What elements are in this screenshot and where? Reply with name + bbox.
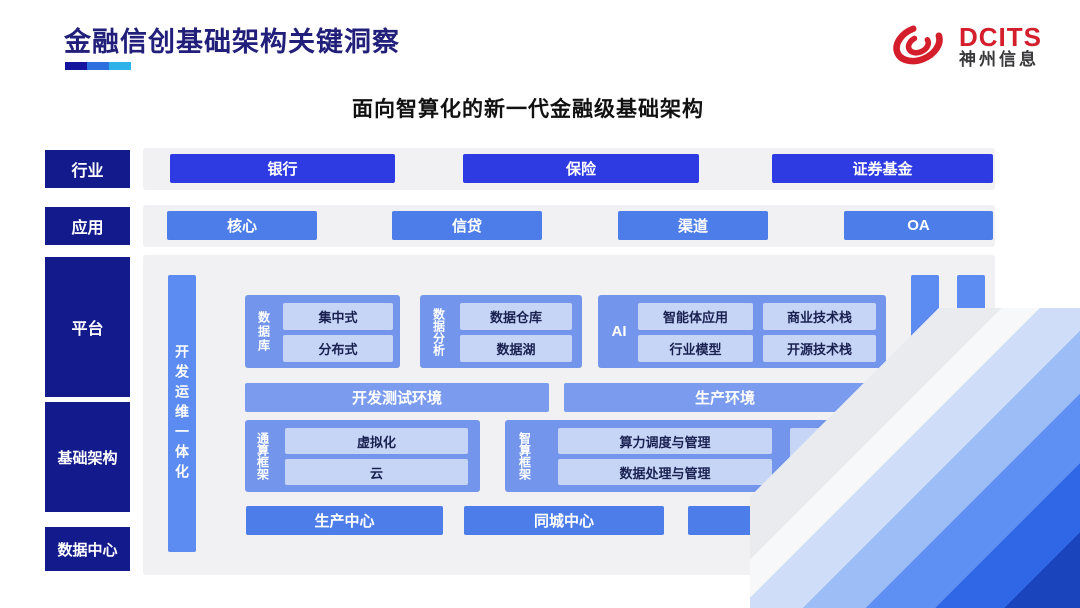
industry-item-bank: 银行 [170,154,395,183]
dcits-logo: DCITS 神州信息 [885,16,1042,77]
app-item-channel: 渠道 [618,211,768,240]
row-label-datacenter: 数据中心 [45,527,130,571]
center-remote: 异地中心 [688,506,888,535]
ai-group: AI 智能体应用 商业技术栈 行业模型 开源技术栈 [598,295,886,368]
center-production: 生产中心 [246,506,443,535]
logo-brand: DCITS [959,21,1042,52]
env-production: 生产环境 [564,383,886,412]
app-item-core: 核心 [167,211,317,240]
ai-item-industry-model: 行业模型 [638,335,753,362]
general-compute-label: 通算框架 [255,432,270,480]
diagram-title: 面向智算化的新一代金融级基础架构 [352,98,704,121]
intelligent-item-compute-scheduling: 算力调度与管理 [558,428,772,454]
logo-text: DCITS 神州信息 [959,21,1042,70]
industry-item-insurance: 保险 [463,154,699,183]
underline-segment [109,62,131,70]
env-dev-test: 开发测试环境 [245,383,549,412]
app-item-oa: OA [844,211,993,240]
continuity-bar: 业务连续性及数据保护 [957,275,985,552]
underline-segment [87,62,109,70]
logo-company: 神州信息 [959,50,1039,70]
analytics-item-lake: 数据湖 [460,335,572,362]
platform-panel: 开发运维一体化 数据库 集中式 分布式 数据分析 数据仓库 数据湖 AI 智能体… [143,255,995,575]
general-item-cloud: 云 [285,459,468,485]
row-label-application: 应用 [45,207,130,245]
application-strip: 核心 信贷 渠道 OA [143,205,995,247]
analytics-group-label: 数据分析 [431,307,446,356]
security-bar: 等保合规安全 [911,275,939,552]
industry-strip: 银行 保险 证券基金 [143,148,995,190]
ai-item-commercial-stack: 商业技术栈 [763,303,876,330]
intelligent-compute-label: 智算框架 [517,432,532,480]
page-title: 金融信创基础架构关键洞察 [64,27,400,57]
app-item-credit: 信贷 [392,211,542,240]
intelligent-item-data-management: 数据处理与管理 [558,459,772,485]
title-underline [65,62,131,70]
analytics-group: 数据分析 数据仓库 数据湖 [420,295,582,368]
ai-item-opensource-stack: 开源技术栈 [763,335,876,362]
intelligent-compute-group: 智算框架 算力调度与管理 数据处理与管理 训练 推理 [505,420,886,492]
general-item-virtualization: 虚拟化 [285,428,468,454]
row-label-infrastructure: 基础架构 [45,402,130,512]
row-label-industry: 行业 [45,150,130,188]
underline-segment [65,62,87,70]
database-group: 数据库 集中式 分布式 [245,295,400,368]
database-item-centralized: 集中式 [283,303,393,330]
devops-bar: 开发运维一体化 [168,275,196,552]
row-label-platform: 平台 [45,257,130,397]
ai-group-label: AI [611,323,627,340]
intelligent-item-train-inference: 训练 推理 [790,428,872,485]
general-compute-group: 通算框架 虚拟化 云 [245,420,480,492]
analytics-item-warehouse: 数据仓库 [460,303,572,330]
dcits-swirl-icon [885,16,951,77]
database-item-distributed: 分布式 [283,335,393,362]
industry-item-securities: 证券基金 [772,154,993,183]
center-same-city: 同城中心 [464,506,664,535]
database-group-label: 数据库 [256,310,271,353]
ai-item-agent-app: 智能体应用 [638,303,753,330]
